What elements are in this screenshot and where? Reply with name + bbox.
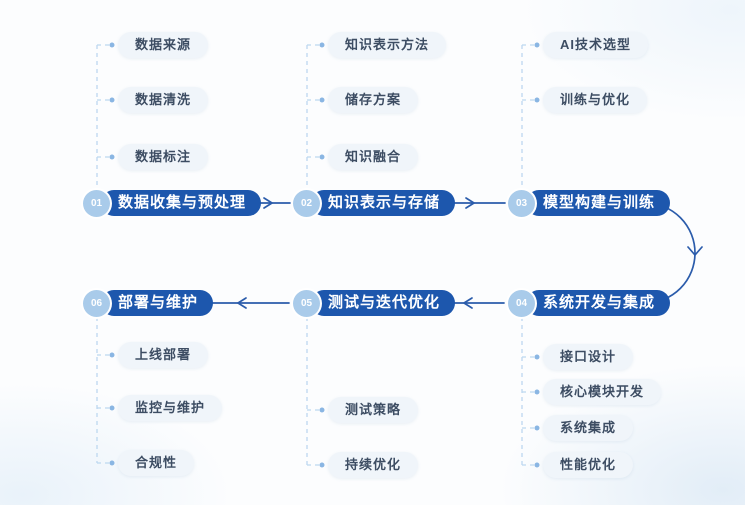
sub-item-training-optimization: 训练与优化: [543, 87, 648, 113]
dashed-connector-step01-children: [96, 42, 115, 189]
step-number-badge-04: 04: [508, 289, 535, 317]
sub-item-storage-plan: 储存方案: [328, 87, 419, 113]
step-number-badge-03: 03: [508, 189, 535, 217]
sub-item-performance-optimization: 性能优化: [543, 452, 634, 478]
dashed-connector-step02-children: [306, 42, 325, 189]
step-node-01: 01 数据收集与预处理: [83, 189, 262, 217]
step-label-06: 部署与维护: [101, 290, 214, 316]
curve-arrow-step03-to-step04: [644, 202, 703, 304]
step-node-06: 06 部署与维护: [83, 289, 214, 317]
dashed-connector-step03-children: [521, 42, 540, 189]
step-label-05: 测试与迭代优化: [311, 290, 456, 316]
step-number-badge-02: 02: [293, 189, 320, 217]
sub-item-data-source: 数据来源: [118, 32, 209, 58]
step-number-badge-06: 06: [83, 289, 110, 317]
step-label-01: 数据收集与预处理: [101, 190, 262, 216]
sub-item-launch-deployment: 上线部署: [118, 342, 209, 368]
step-label-04: 系统开发与集成: [526, 290, 671, 316]
step-label-03: 模型构建与训练: [526, 190, 671, 216]
step-node-02: 02 知识表示与存储: [293, 189, 456, 217]
sub-item-interface-design: 接口设计: [543, 344, 634, 370]
sub-item-knowledge-representation: 知识表示方法: [328, 32, 447, 58]
step-number-badge-01: 01: [83, 189, 110, 217]
step-node-03: 03 模型构建与训练: [508, 189, 671, 217]
sub-item-continuous-optimization: 持续优化: [328, 452, 419, 478]
step-node-05: 05 测试与迭代优化: [293, 289, 456, 317]
step-node-04: 04 系统开发与集成: [508, 289, 671, 317]
sub-item-data-cleaning: 数据清洗: [118, 87, 209, 113]
sub-item-ai-tech-selection: AI技术选型: [543, 32, 649, 58]
step-number-badge-05: 05: [293, 289, 320, 317]
dashed-connector-step06-children: [96, 317, 115, 466]
sub-item-test-strategy: 测试策略: [328, 397, 419, 423]
dashed-connector-step05-children: [306, 317, 325, 468]
dashed-connector-step04-children: [521, 317, 540, 468]
step-label-02: 知识表示与存储: [311, 190, 456, 216]
sub-item-knowledge-fusion: 知识融合: [328, 144, 419, 170]
sub-item-system-integration: 系统集成: [543, 415, 634, 441]
sub-item-data-labeling: 数据标注: [118, 144, 209, 170]
sub-item-compliance: 合规性: [118, 450, 195, 476]
sub-item-core-module-dev: 核心模块开发: [543, 379, 662, 405]
sub-item-monitoring-maintenance: 监控与维护: [118, 395, 223, 421]
